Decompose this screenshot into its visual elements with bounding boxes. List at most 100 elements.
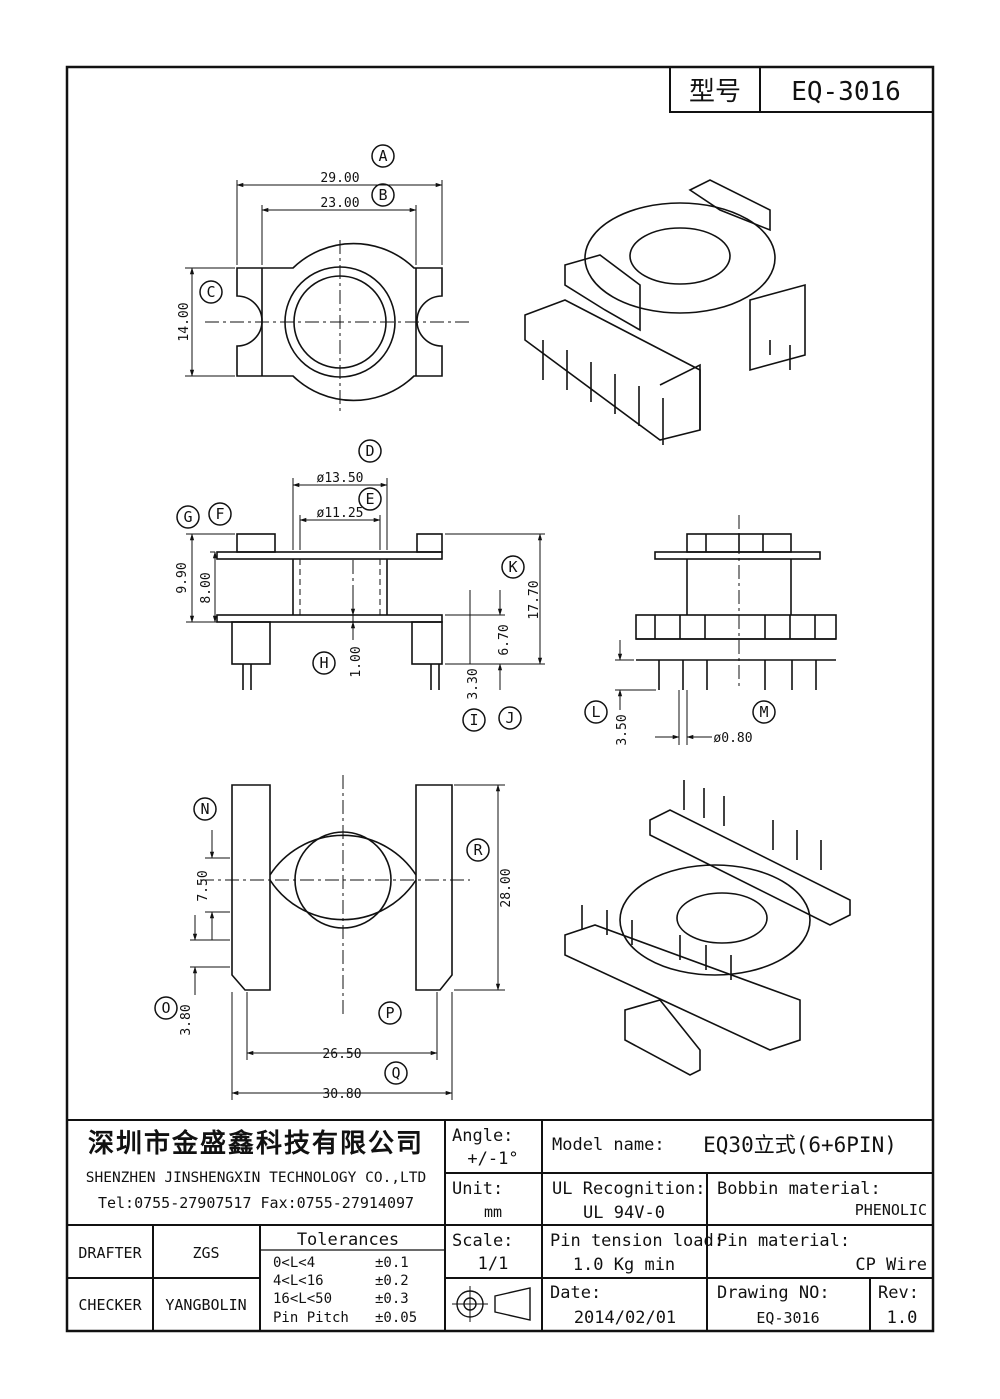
balloon-F: F [208, 502, 232, 526]
balloon-J: J [498, 706, 522, 730]
svg-text:K: K [508, 558, 517, 576]
balloon-N: N [193, 797, 217, 821]
title-block [67, 1119, 933, 1331]
model-number: EQ-3016 [791, 77, 901, 107]
tolerances-title: Tolerances [297, 1230, 399, 1250]
dim-k-value: 17.70 [527, 580, 542, 619]
svg-text:A: A [378, 147, 387, 165]
balloon-H: H [312, 651, 336, 675]
dim-r-value: 28.00 [499, 868, 514, 907]
tolerance-range: Pin Pitch [273, 1310, 349, 1326]
dim-j-value: 6.70 [497, 624, 512, 655]
ul-label: UL Recognition: [552, 1179, 706, 1199]
model-header: 型号 EQ-3016 [669, 66, 934, 113]
scale-label: Scale: [452, 1231, 513, 1251]
svg-text:B: B [378, 186, 387, 204]
balloon-I: I [462, 708, 486, 732]
balloon-P: P [378, 1001, 402, 1025]
dim-l-value: 3.50 [615, 714, 630, 745]
svg-text:E: E [365, 490, 374, 508]
scale-value: 1/1 [478, 1254, 509, 1274]
front-view [615, 515, 837, 745]
drawing-no-label: Drawing NO: [717, 1283, 830, 1303]
svg-text:C: C [206, 283, 215, 301]
dim-m-value: ø0.80 [713, 731, 752, 746]
svg-text:H: H [319, 654, 328, 672]
drawing-border [65, 65, 935, 1333]
company-name-cn: 深圳市金盛鑫科技有限公司 [88, 1128, 424, 1159]
bobbin-value: PHENOLIC [855, 1201, 927, 1219]
company-contact: Tel:0755-27907517 Fax:0755-27914097 [98, 1194, 414, 1212]
checker-label: CHECKER [78, 1296, 142, 1314]
svg-text:L: L [591, 703, 600, 721]
ul-value: UL 94V-0 [583, 1203, 665, 1223]
svg-text:Q: Q [391, 1064, 400, 1082]
pin-material-label: Pin material: [717, 1231, 850, 1251]
company-name-en: SHENZHEN JINSHENGXIN TECHNOLOGY CO.,LTD [86, 1170, 426, 1186]
pin-tension-label: Pin tension load: [550, 1231, 724, 1251]
svg-text:F: F [215, 505, 224, 523]
svg-text:N: N [200, 800, 209, 818]
dim-e-value: ø11.25 [317, 506, 364, 521]
dim-g-value: 9.90 [175, 562, 190, 593]
angle-value: +/-1° [467, 1149, 518, 1169]
balloon-K: K [501, 555, 525, 579]
bottom-view [190, 775, 505, 1100]
model-label-cn: 型号 [689, 77, 741, 107]
svg-text:G: G [183, 508, 192, 526]
balloon-M: M [752, 700, 776, 724]
balloon-B: B [371, 183, 395, 207]
svg-text:D: D [365, 442, 374, 460]
top-view [185, 180, 470, 415]
isometric-view-bottom [564, 780, 851, 1076]
dim-a-value: 29.00 [320, 171, 359, 186]
balloon-E: E [358, 487, 382, 511]
tolerance-range: 16<L<50 [273, 1291, 332, 1307]
dim-d-value: ø13.50 [317, 471, 364, 486]
dim-c-value: 14.00 [177, 302, 192, 341]
model-name-label: Model name: [552, 1135, 665, 1155]
svg-text:R: R [473, 841, 483, 859]
projection-symbol-icon [452, 1286, 531, 1322]
dim-p-value: 26.50 [322, 1047, 361, 1062]
balloon-Q: Q [384, 1061, 408, 1085]
svg-text:J: J [505, 709, 514, 727]
dim-o-value: 3.80 [179, 1004, 194, 1035]
date-value: 2014/02/01 [574, 1308, 676, 1328]
tolerance-value: ±0.1 [375, 1255, 409, 1271]
rev-label: Rev: [878, 1283, 919, 1303]
dim-q-value: 30.80 [322, 1087, 361, 1102]
tolerance-value: ±0.05 [375, 1310, 417, 1326]
rev-value: 1.0 [887, 1308, 918, 1328]
side-view [186, 478, 545, 690]
drafter-label: DRAFTER [78, 1244, 142, 1262]
dim-h-value: 1.00 [349, 646, 364, 677]
dim-n-value: 7.50 [196, 870, 211, 901]
svg-text:P: P [385, 1004, 394, 1022]
balloon-G: G [176, 505, 200, 529]
isometric-view-top [524, 179, 806, 445]
angle-label: Angle: [452, 1126, 513, 1146]
tolerance-value: ±0.2 [375, 1273, 409, 1289]
drafter-value: ZGS [192, 1244, 219, 1262]
checker-value: YANGBOLIN [165, 1296, 246, 1314]
pin-material-value: CP Wire [855, 1255, 927, 1275]
balloon-D: D [358, 439, 382, 463]
unit-label: Unit: [452, 1179, 503, 1199]
model-name-value: EQ30立式(6+6PIN) [703, 1133, 897, 1157]
date-label: Date: [550, 1283, 601, 1303]
tolerance-range: 4<L<16 [273, 1273, 324, 1289]
balloon-R: R [466, 838, 490, 862]
balloon-O: O [154, 996, 178, 1020]
balloon-C: C [199, 280, 223, 304]
balloon-A: A [371, 144, 395, 168]
svg-text:I: I [469, 711, 478, 729]
drawing-no-value: EQ-3016 [756, 1309, 819, 1327]
dim-b-value: 23.00 [320, 196, 359, 211]
svg-text:M: M [759, 703, 768, 721]
bobbin-label: Bobbin material: [717, 1179, 881, 1199]
pin-tension-value: 1.0 Kg min [573, 1255, 675, 1275]
dim-f-value: 8.00 [199, 572, 214, 603]
svg-text:O: O [161, 999, 170, 1017]
